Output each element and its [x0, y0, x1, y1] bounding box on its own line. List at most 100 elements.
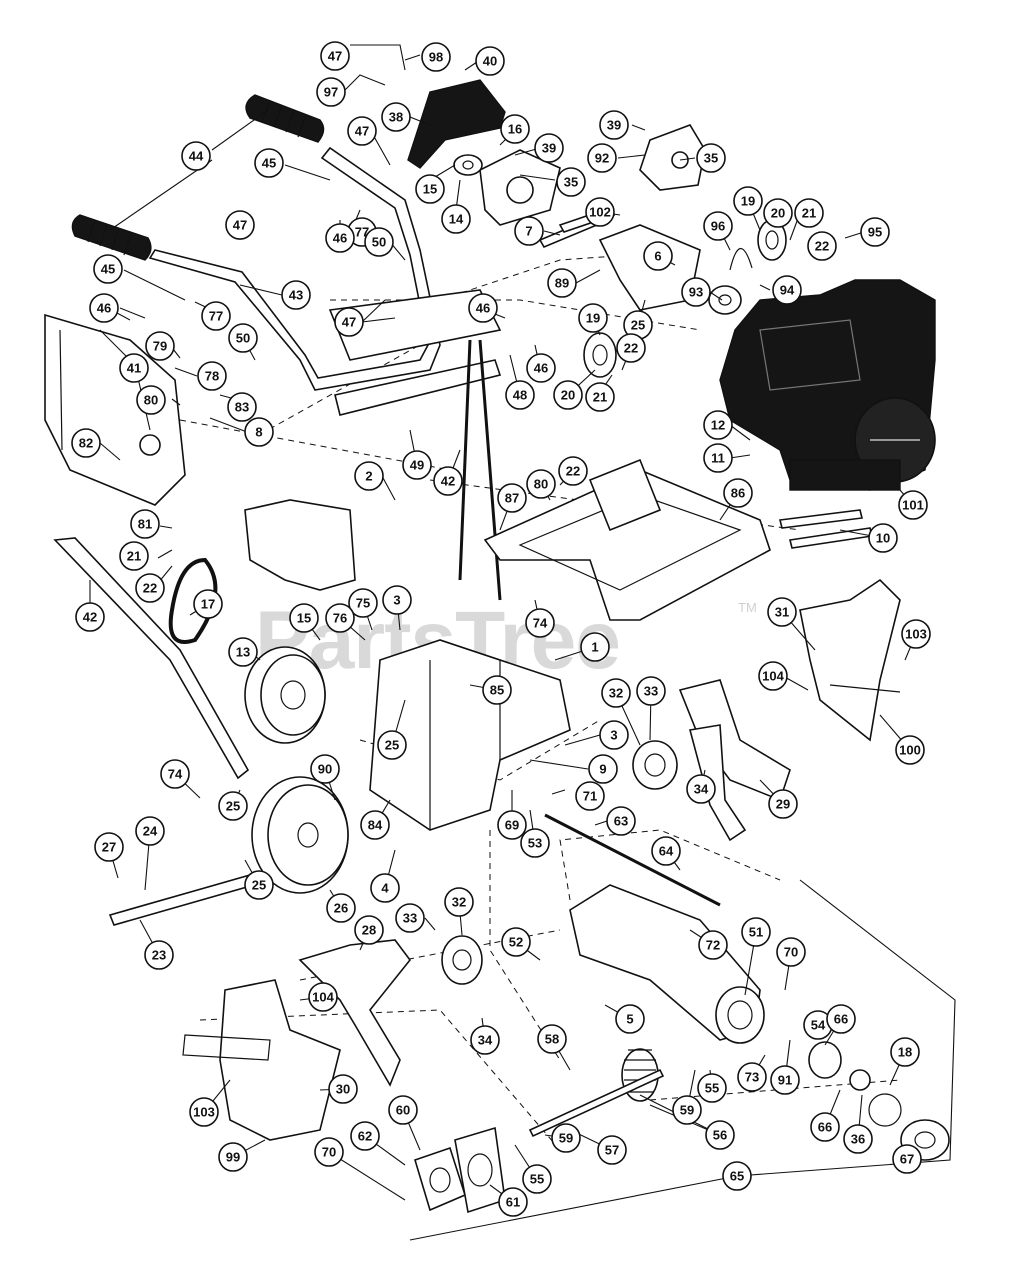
drive-shaft: [544, 813, 721, 907]
svg-text:70: 70: [322, 1145, 336, 1160]
svg-text:36: 36: [851, 1132, 865, 1147]
callout-54: 54: [803, 1010, 833, 1040]
callout-8: 8: [244, 417, 274, 447]
callout-61: 61: [498, 1187, 528, 1217]
handlebar: [148, 146, 441, 391]
svg-text:44: 44: [189, 149, 204, 164]
svg-text:15: 15: [297, 611, 311, 626]
svg-text:96: 96: [711, 219, 725, 234]
callout-6: 6: [643, 241, 673, 271]
callout-99: 99: [218, 1142, 248, 1172]
svg-text:59: 59: [559, 1131, 573, 1146]
callout-83: 83: [227, 392, 257, 422]
pulley-upper: [757, 219, 787, 261]
svg-text:100: 100: [899, 743, 921, 758]
svg-text:94: 94: [780, 283, 795, 298]
callout-103-a: 103: [901, 619, 931, 649]
callout-62: 62: [350, 1121, 380, 1151]
callout-42-b: 42: [75, 602, 105, 632]
callout-21-b: 21: [585, 382, 615, 412]
callout-47-d: 47: [334, 307, 364, 337]
svg-text:90: 90: [318, 762, 332, 777]
hand-grip-lower: [71, 214, 152, 261]
svg-text:54: 54: [811, 1018, 826, 1033]
svg-text:12: 12: [711, 418, 725, 433]
svg-text:20: 20: [771, 206, 785, 221]
callout-48: 48: [505, 380, 535, 410]
callout-32-a: 32: [601, 678, 631, 708]
large-pulley: [244, 646, 326, 744]
callout-100: 100: [895, 735, 925, 765]
callout-40: 40: [475, 46, 505, 76]
svg-text:97: 97: [324, 85, 338, 100]
mounting-bracket: [244, 499, 356, 591]
callout-69: 69: [497, 810, 527, 840]
svg-text:46: 46: [97, 301, 111, 316]
callout-63: 63: [606, 806, 636, 836]
svg-text:9: 9: [599, 762, 606, 777]
svg-text:39: 39: [607, 118, 621, 133]
callout-15-b: 15: [289, 603, 319, 633]
svg-text:43: 43: [289, 288, 303, 303]
parts-layer: [44, 79, 950, 1214]
svg-text:22: 22: [566, 464, 580, 479]
handle-crossbar: [328, 289, 502, 416]
callout-47-a: 47: [320, 41, 350, 71]
callout-25-c: 25: [218, 791, 248, 821]
transmission-housing: [369, 639, 571, 831]
svg-text:23: 23: [152, 948, 166, 963]
callout-49: 49: [402, 450, 432, 480]
svg-text:59: 59: [680, 1103, 694, 1118]
callout-45-a: 45: [254, 148, 284, 178]
svg-text:46: 46: [333, 231, 347, 246]
svg-text:69: 69: [505, 818, 519, 833]
callout-104-b: 104: [308, 982, 338, 1012]
callout-27: 27: [94, 832, 124, 862]
svg-text:39: 39: [542, 141, 556, 156]
svg-text:1: 1: [591, 640, 598, 655]
svg-text:70: 70: [784, 945, 798, 960]
watermark-trademark: TM: [738, 600, 757, 615]
callout-76: 76: [325, 603, 355, 633]
svg-text:51: 51: [749, 925, 763, 940]
svg-text:25: 25: [226, 799, 240, 814]
callout-26: 26: [326, 893, 356, 923]
callout-22-d: 22: [558, 456, 588, 486]
callout-23: 23: [144, 940, 174, 970]
svg-text:49: 49: [410, 458, 424, 473]
callout-34-b: 34: [470, 1025, 500, 1055]
svg-text:83: 83: [235, 400, 249, 415]
callout-33-a: 33: [636, 676, 666, 706]
tine-set-left-outer: [182, 979, 341, 1141]
svg-text:46: 46: [534, 361, 548, 376]
svg-text:72: 72: [706, 938, 720, 953]
callout-82: 82: [71, 428, 101, 458]
callout-55-a: 55: [697, 1073, 727, 1103]
svg-text:16: 16: [508, 122, 522, 137]
callout-16: 16: [500, 114, 530, 144]
callout-53: 53: [520, 828, 550, 858]
callout-97: 97: [316, 77, 346, 107]
svg-text:104: 104: [762, 669, 784, 684]
svg-text:91: 91: [778, 1073, 792, 1088]
callout-17: 17: [193, 589, 223, 619]
callout-4: 4: [370, 873, 400, 903]
svg-text:19: 19: [586, 311, 600, 326]
callout-25-d: 25: [244, 870, 274, 900]
svg-text:47: 47: [328, 49, 342, 64]
callout-59-b: 59: [551, 1123, 581, 1153]
callout-35-a: 35: [556, 167, 586, 197]
callout-85: 85: [482, 675, 512, 705]
callout-28: 28: [354, 915, 384, 945]
svg-text:57: 57: [605, 1143, 619, 1158]
svg-text:45: 45: [262, 156, 276, 171]
callout-45-b: 45: [93, 254, 123, 284]
svg-text:35: 35: [704, 151, 718, 166]
tine-set-right-outer: [799, 578, 901, 742]
callout-41: 41: [119, 353, 149, 383]
svg-text:33: 33: [403, 911, 417, 926]
svg-text:33: 33: [644, 684, 658, 699]
svg-text:42: 42: [441, 474, 455, 489]
svg-text:45: 45: [101, 262, 115, 277]
svg-text:32: 32: [609, 686, 623, 701]
